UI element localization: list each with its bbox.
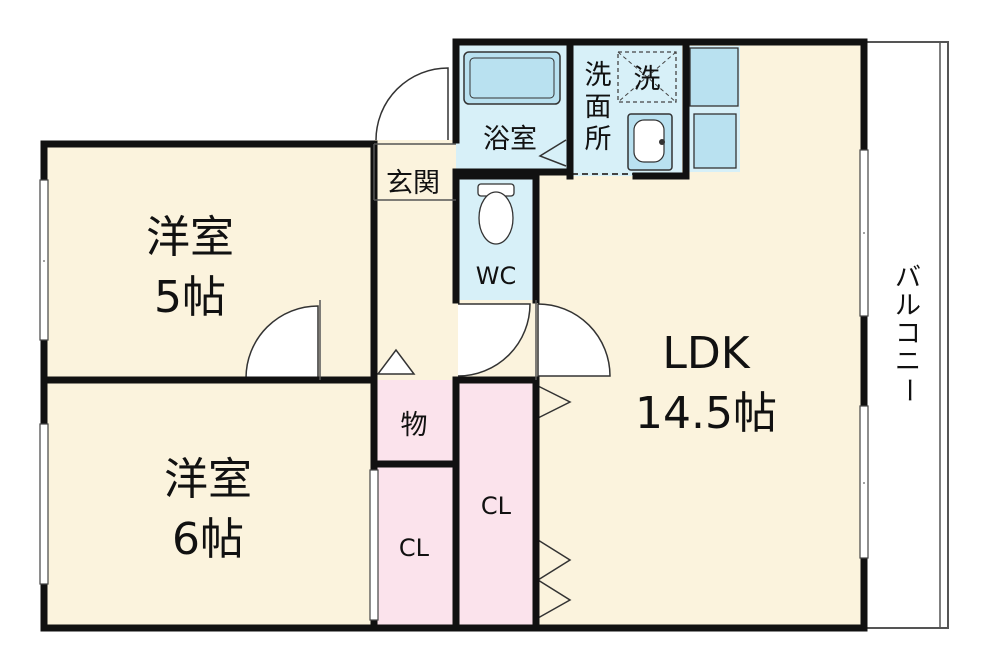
closet-small-name: CL [399,534,430,562]
western-room-5-name: 洋室 [146,212,234,263]
partition-lines [319,143,537,380]
kitchen-sink-icon [693,113,737,169]
washer-label: 洗 [634,64,661,95]
balcony-name-4: ニ [895,347,921,377]
toilet-name: WC [476,262,517,290]
washer-diagonal-2 [617,51,677,103]
western-room-5-floor [44,144,374,380]
bathroom-door-marker [538,139,567,167]
washroom-name-3: 所 [585,124,612,155]
ldk-size: 14.5帖 [635,388,777,439]
closet-door-marker-top [537,385,572,419]
closet-tall-name: CL [481,492,512,520]
washroom-name-2: 面 [585,92,612,123]
western-room-6-size: 6帖 [172,514,244,565]
balcony-name-1: バ [895,263,921,293]
storage-floor [374,380,456,464]
entrance-floor [374,140,456,202]
window-mullions [43,232,865,484]
entrance-name: 玄関 [386,168,440,199]
fridge-space-icon [689,47,739,107]
room5-door-swing [245,305,319,379]
washroom-name-1: 洗 [585,60,612,91]
closet-small-floor [374,464,456,628]
storage-door-marker [376,348,416,375]
balcony-name-2: ル [895,291,921,321]
storage-name: 物 [401,410,428,441]
western-room-6-name: 洋室 [164,454,252,505]
ldk-door-swing [537,303,611,377]
vanity-drain-icon [659,139,665,145]
bathroom-name: 浴室 [483,124,537,155]
bathtub-icon [463,51,561,105]
western-room-5-size: 5帖 [154,272,226,323]
ldk-name: LDK [662,328,750,379]
western-room-6-floor [44,380,374,628]
closet-tall-floor [456,380,536,628]
entrance-door-swing [375,67,449,141]
toilet-bowl-icon [478,191,514,245]
toilet-door-swing [457,303,531,377]
balcony-name-3: コ [895,319,921,349]
bathtub-inner-icon [469,57,555,99]
balcony-name-5: ー [893,377,923,403]
washer-space-icon [617,51,677,103]
